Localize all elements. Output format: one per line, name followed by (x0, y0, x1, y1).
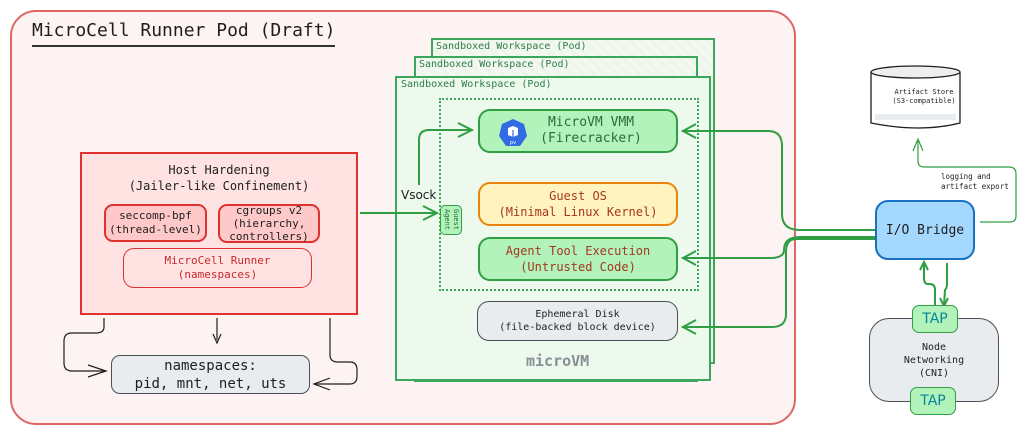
bridge-tap-arrows (919, 259, 949, 309)
runner-title: MicroCell Runner (164, 254, 271, 267)
microvm-vmm-box[interactable]: pv MicroVM VMM (Firecracker) (478, 109, 678, 153)
namespaces-title: namespaces: (164, 357, 257, 374)
vmm-subtitle: (Firecracker) (540, 131, 642, 146)
cni-line2: Networking (903, 354, 965, 366)
tap-interface-bottom[interactable]: TAP (910, 387, 956, 415)
vmm-title: MicroVM VMM (547, 115, 635, 130)
vsock-label: Vsock (401, 188, 437, 202)
arrowhead-icon (912, 137, 924, 152)
tap-interface-top[interactable]: TAP (912, 305, 958, 333)
microvm-label: microVM (526, 352, 590, 370)
guest-agent-box[interactable]: Guest Agent (440, 205, 462, 235)
cgroups-line3: controllers) (229, 230, 309, 243)
ephemeral-disk-box[interactable]: Ephemeral Disk (file-backed block device… (477, 301, 678, 341)
guest-os-box[interactable]: Guest OS (Minimal Linux Kernel) (478, 182, 678, 226)
artifact-subtitle: (S3-compatible) (892, 97, 956, 105)
disk-subtitle: (file-backed block device) (499, 322, 656, 333)
svg-text:pv: pv (510, 140, 516, 146)
seccomp-title: seccomp-bpf (119, 209, 192, 222)
guest-os-title: Guest OS (549, 189, 607, 203)
guest-os-subtitle: (Minimal Linux Kernel) (498, 205, 658, 219)
cni-line1: Node (921, 341, 947, 353)
cni-line3: (CNI) (918, 367, 950, 379)
workspace-label: Sandboxed Workspace (Pod) (436, 41, 587, 52)
artifact-title: Artifact Store (894, 88, 954, 96)
cgroups-v2-box[interactable]: cgroups v2 (hierarchy, controllers) (218, 204, 320, 243)
seccomp-bpf-box[interactable]: seccomp-bpf (thread-level) (104, 204, 207, 242)
pod-title: MicroCell Runner Pod (Draft) (32, 20, 336, 47)
host-title-line2: (Jailer-like Confinement) (128, 179, 310, 193)
workspace-label: Sandboxed Workspace (Pod) (401, 79, 552, 90)
microcell-runner-box[interactable]: MicroCell Runner (namespaces) (123, 248, 312, 288)
namespaces-box[interactable]: namespaces: pid, mnt, net, uts (111, 355, 310, 394)
artifact-store-label: Artifact Store (S3-compatible) (876, 88, 972, 106)
seccomp-subtitle: (thread-level) (109, 223, 202, 236)
cgroups-line2: (hierarchy, (232, 217, 306, 230)
agent-exec-title: Agent Tool Execution (505, 244, 651, 258)
host-title-line1: Host Hardening (168, 163, 270, 177)
cgroups-title: cgroups v2 (235, 204, 303, 217)
host-to-guest-agent-arrow (360, 205, 440, 221)
agent-tool-execution-box[interactable]: Agent Tool Execution (Untrusted Code) (478, 237, 678, 281)
runner-subtitle: (namespaces) (177, 268, 258, 281)
host-to-namespaces-arrows (63, 318, 358, 391)
logging-export-label: logging and artifact export (941, 172, 1009, 191)
workspace-label: Sandboxed Workspace (Pod) (419, 59, 570, 70)
namespaces-list: pid, mnt, net, uts (134, 375, 287, 392)
logging-export-arrow (917, 141, 1017, 223)
guest-agent-to-vmm-arrow (418, 122, 475, 185)
agent-exec-subtitle: (Untrusted Code) (520, 260, 636, 274)
microvm-boundary (439, 98, 699, 291)
kubernetes-pv-icon: pv (498, 118, 528, 148)
io-bridge-box[interactable]: I/O Bridge (875, 200, 975, 260)
artifact-store-cylinder[interactable] (870, 65, 961, 129)
disk-title: Ephemeral Disk (535, 309, 620, 320)
host-hardening-title: Host Hardening (Jailer-like Confinement) (80, 162, 358, 194)
bridge-connectors (680, 123, 880, 335)
